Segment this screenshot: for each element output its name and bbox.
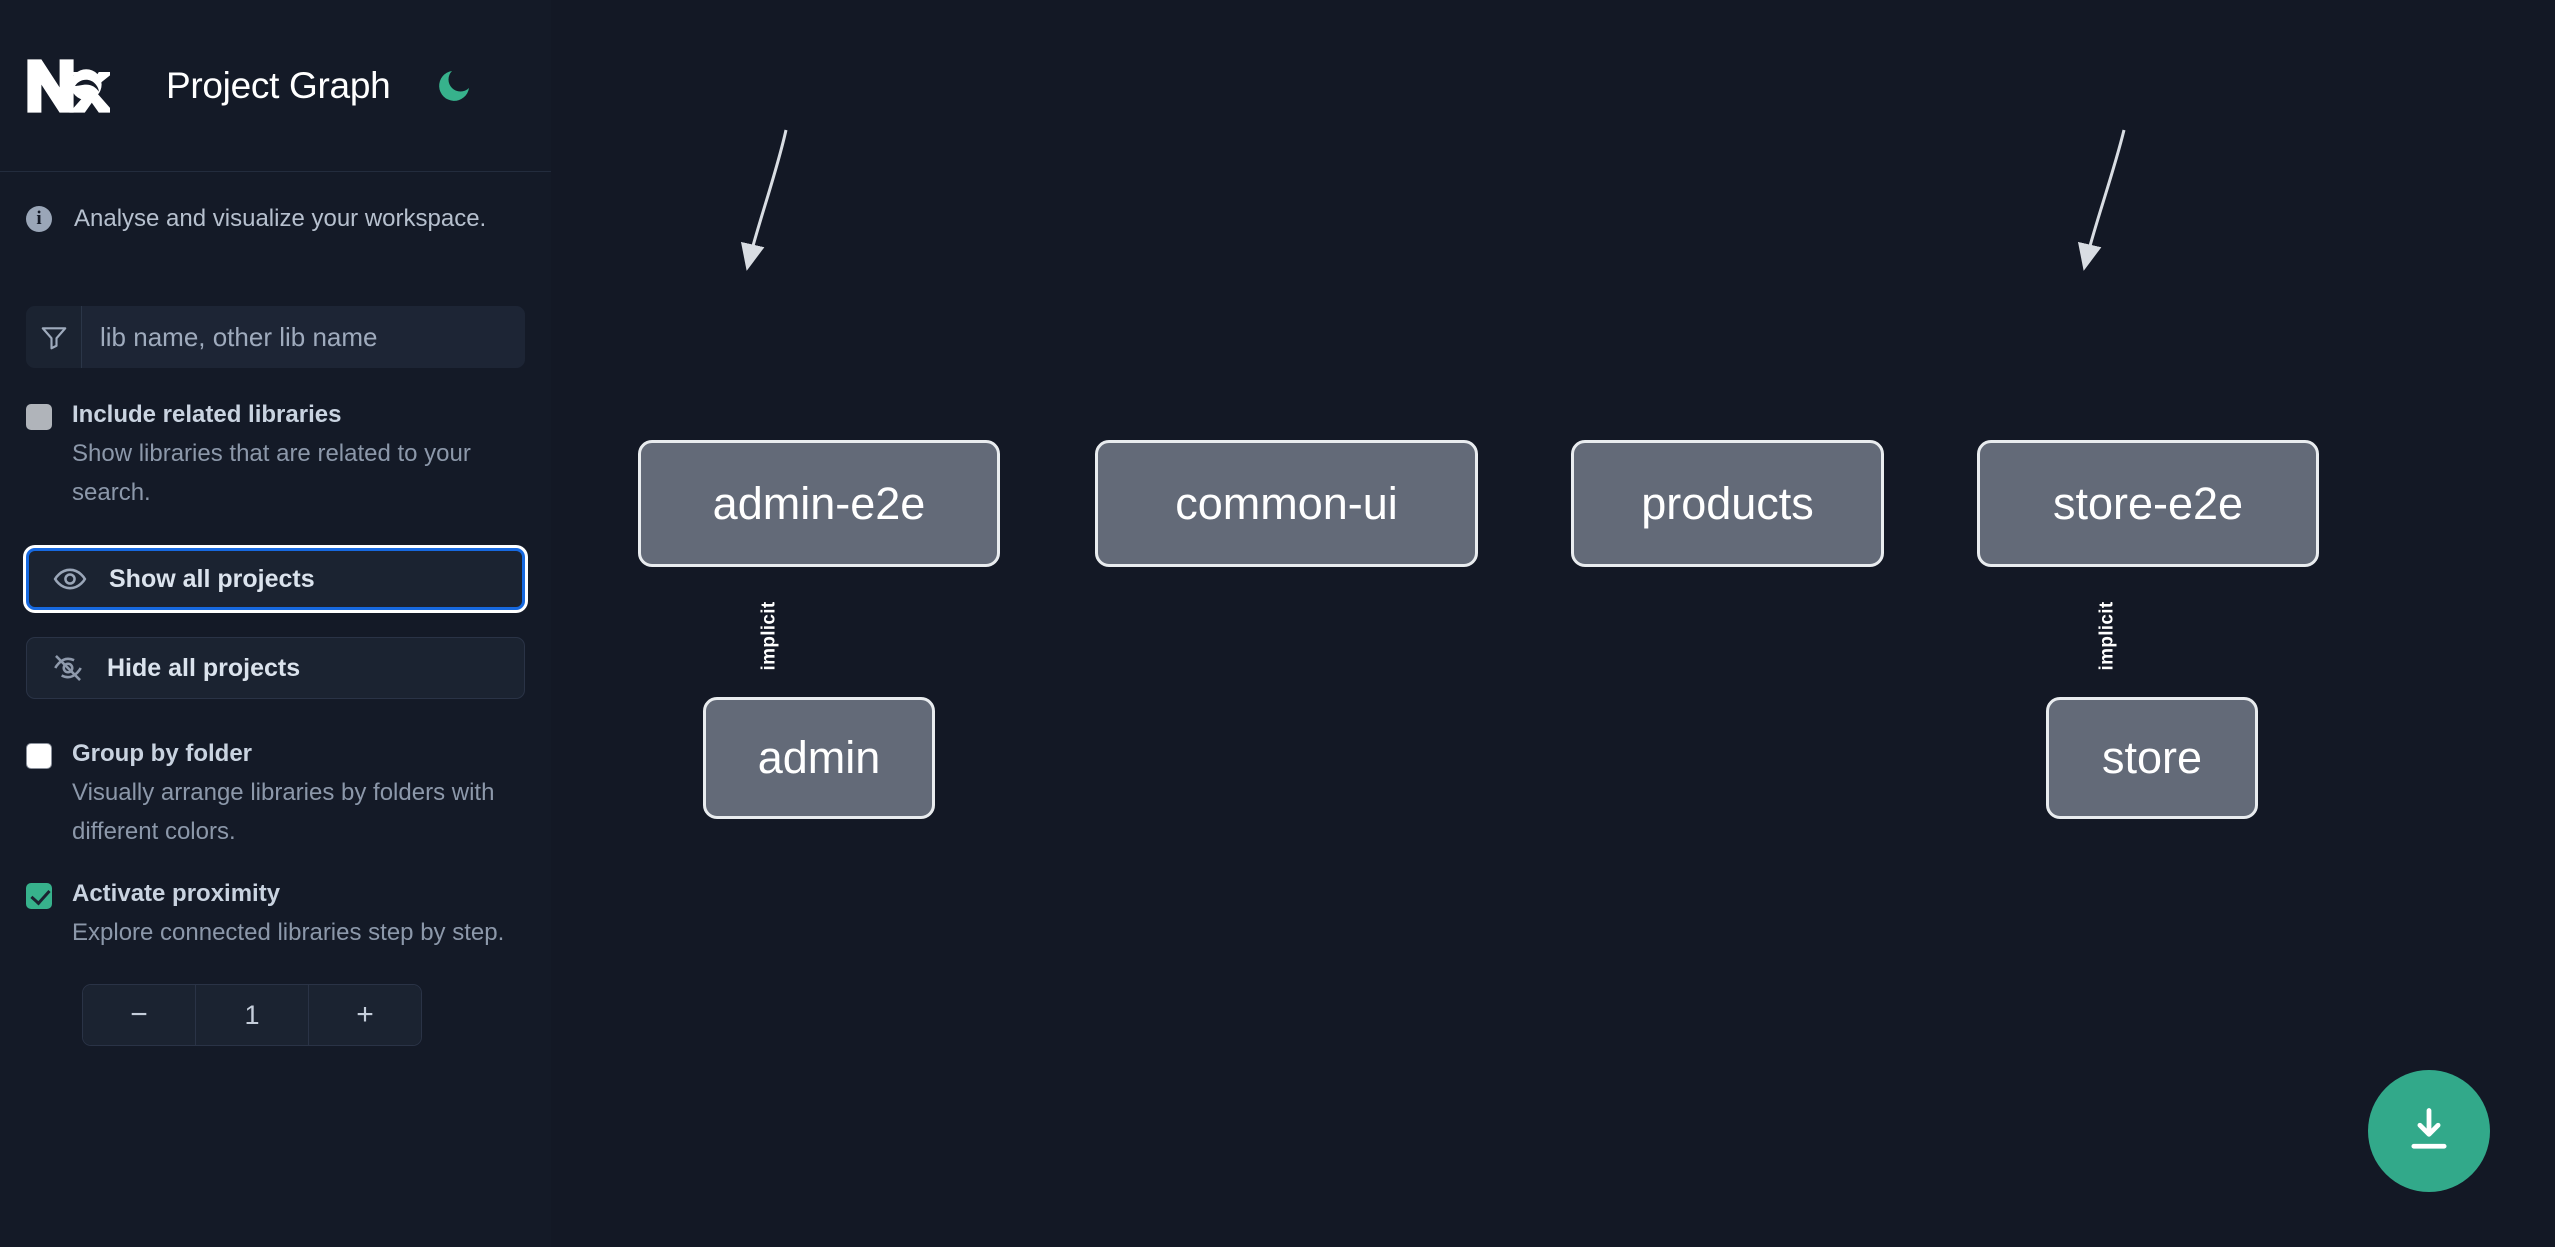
option-include-related-libraries: Include related libraries Show libraries… [26,398,525,512]
graph-canvas[interactable]: admin-e2e common-ui products store-e2e a… [551,0,2555,1247]
download-graph-button[interactable] [2368,1070,2490,1192]
graph-node-store-e2e[interactable]: store-e2e [1977,440,2319,567]
graph-node-common-ui[interactable]: common-ui [1095,440,1478,567]
sidebar: Project Graph i Analyse and visualize yo… [0,0,578,1247]
moon-icon[interactable] [432,64,476,108]
graph-node-admin-e2e[interactable]: admin-e2e [638,440,1000,567]
project-visibility-buttons: Show all projects Hide all projects [26,548,525,699]
proximity-increment-button[interactable]: + [309,985,421,1045]
info-icon: i [26,206,52,232]
show-all-projects-button[interactable]: Show all projects [26,548,525,610]
graph-node-label: common-ui [1175,477,1398,529]
search-row [26,306,525,368]
graph-node-admin[interactable]: admin [703,697,935,819]
graph-node-label: store-e2e [2052,477,2244,529]
hide-all-projects-label: Hide all projects [107,653,301,682]
graph-node-label: products [1641,477,1814,529]
option-description: Visually arrange libraries by folders wi… [72,779,495,845]
sidebar-body: i Analyse and visualize your workspace. [0,172,551,1046]
tagline-text: Analyse and visualize your workspace. [74,205,487,232]
graph-node-store[interactable]: store [2046,697,2258,819]
proximity-stepper: − 1 + [82,984,422,1046]
search-input[interactable] [82,306,525,368]
eye-off-icon [51,651,85,685]
option-activate-proximity: Activate proximity Explore connected lib… [26,877,525,1046]
graph-edges [740,129,2126,271]
include-related-libraries-checkbox[interactable] [26,404,52,430]
option-title: Activate proximity [72,880,281,907]
option-title: Group by folder [72,740,252,767]
filter-icon[interactable] [26,306,82,368]
graph-node-label: admin [757,732,881,783]
option-description: Explore connected libraries step by step… [72,919,505,946]
sidebar-header: Project Graph [0,0,551,172]
activate-proximity-checkbox[interactable] [26,883,52,909]
option-group-by-folder: Group by folder Visually arrange librari… [26,737,525,851]
show-all-projects-label: Show all projects [109,564,315,593]
graph-node-label: admin-e2e [712,477,926,529]
hide-all-projects-button[interactable]: Hide all projects [26,637,525,699]
group-by-folder-checkbox[interactable] [26,743,52,769]
proximity-decrement-button[interactable]: − [83,985,195,1045]
nx-logo-icon [26,55,115,117]
option-title: Include related libraries [72,401,342,428]
search-box[interactable] [26,306,525,368]
option-description: Show libraries that are related to your … [72,440,471,506]
graph-node-products[interactable]: products [1571,440,1884,567]
graph-node-label: store [2101,732,2203,783]
proximity-value: 1 [195,985,309,1045]
eye-icon [53,562,87,596]
page-title: Project Graph [166,64,391,106]
download-icon [2403,1104,2455,1159]
tagline: i Analyse and visualize your workspace. [26,172,525,266]
